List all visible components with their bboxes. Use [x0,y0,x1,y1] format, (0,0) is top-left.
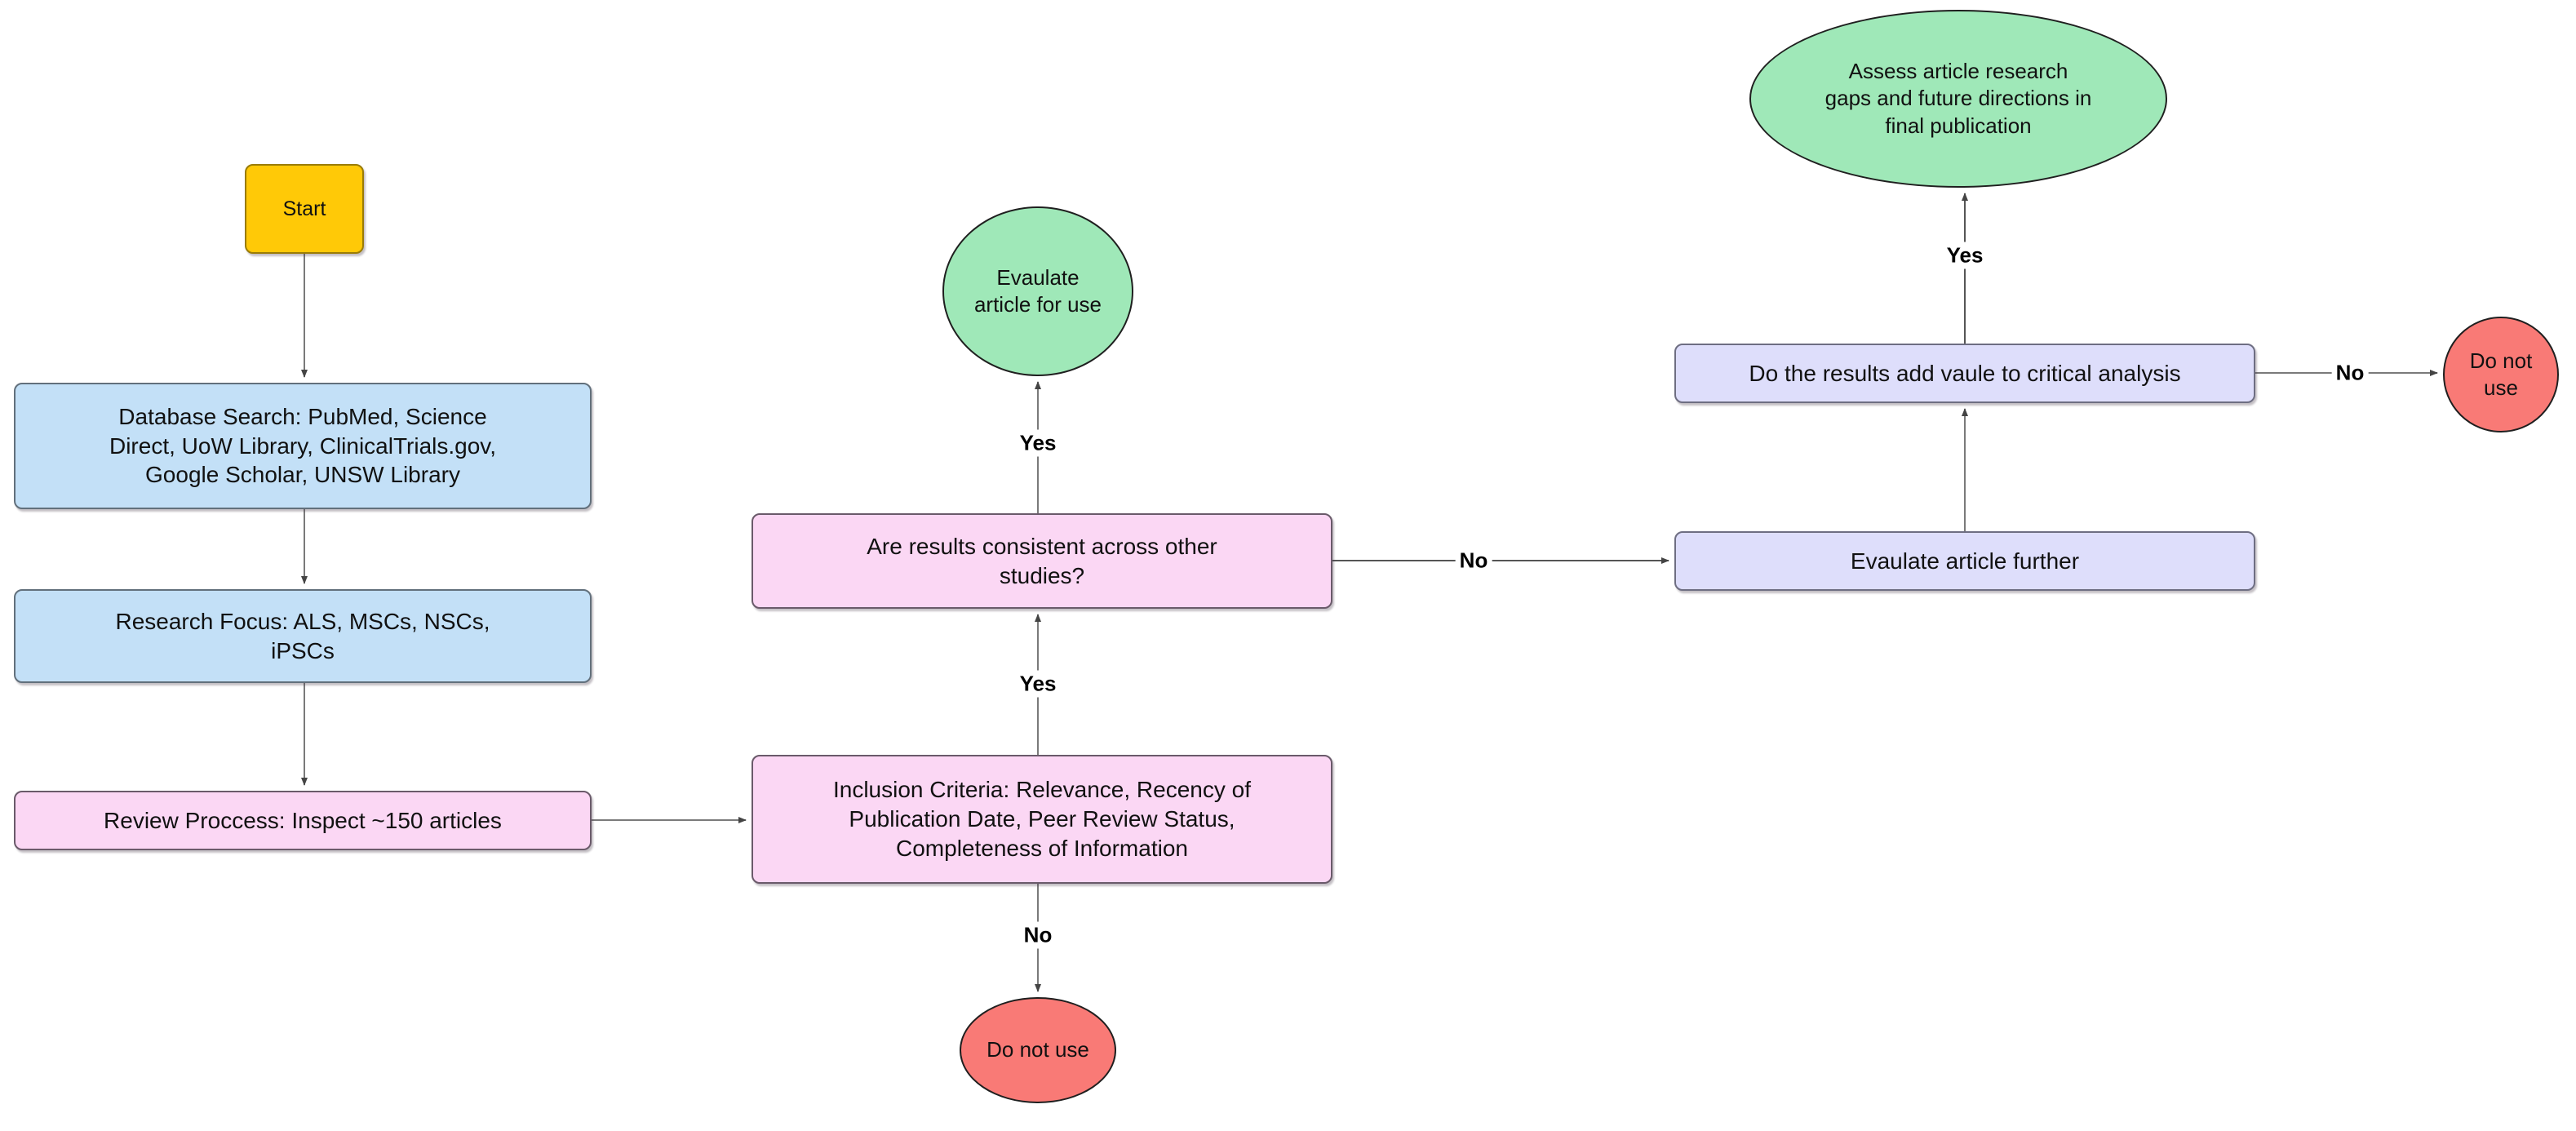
node-inclusion-criteria[interactable]: Inclusion Criteria: Relevance, Recency o… [752,755,1332,884]
node-research-focus-label: Research Focus: ALS, MSCs, NSCs, iPSCs [115,608,490,663]
node-start-label: Start [282,197,326,220]
node-results-add-value[interactable]: Do the results add vaule to critical ana… [1674,344,2255,403]
node-database-search-label: Database Search: PubMed, Science Direct,… [109,403,497,488]
node-research-focus[interactable]: Research Focus: ALS, MSCs, NSCs, iPSCs [14,589,592,683]
edge-label-no-do-not-use-right: No [2331,359,2369,387]
node-evaluate-article-further-label: Evaulate article further [1850,548,2080,574]
node-evaluate-article-for-use-label: Evaulate article for use [973,264,1102,317]
node-do-not-use-bottom-label: Do not use [987,1037,1089,1062]
node-do-not-use-bottom[interactable]: Do not use [960,997,1116,1103]
node-review-process[interactable]: Review Proccess: Inspect ~150 articles [14,791,592,850]
node-do-not-use-right[interactable]: Do not use [2443,317,2559,432]
node-start[interactable]: Start [245,164,364,254]
node-review-process-label: Review Proccess: Inspect ~150 articles [104,807,502,833]
edge-label-yes-evaluate-article: Yes [1015,429,1061,457]
node-evaluate-article-for-use[interactable]: Evaulate article for use [942,206,1133,376]
node-results-consistent-label: Are results consistent across other stud… [867,533,1217,588]
node-results-add-value-label: Do the results add vaule to critical ana… [1749,360,2181,386]
edge-label-no-evaluate-further: No [1455,547,1492,574]
node-do-not-use-right-label: Do not use [2469,348,2533,400]
node-inclusion-criteria-label: Inclusion Criteria: Relevance, Recency o… [832,777,1251,861]
node-results-consistent[interactable]: Are results consistent across other stud… [752,513,1332,609]
node-evaluate-article-further[interactable]: Evaulate article further [1674,531,2255,591]
node-assess-research-gaps-label: Assess article research gaps and future … [1824,59,2092,138]
node-database-search[interactable]: Database Search: PubMed, Science Direct,… [14,383,592,509]
node-assess-research-gaps[interactable]: Assess article research gaps and future … [1749,10,2167,188]
edge-label-yes-assess-research-gaps: Yes [1942,242,1988,269]
edge-label-no-do-not-use-bottom: No [1019,921,1057,949]
edge-label-yes-results-consistent: Yes [1015,670,1061,698]
